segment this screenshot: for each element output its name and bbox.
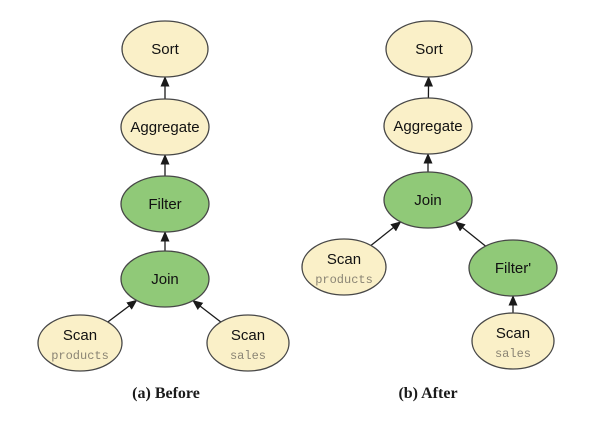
node-ellipse bbox=[301, 238, 387, 296]
node-label: Scan bbox=[496, 325, 530, 342]
node-after-scan-products: Scan products bbox=[301, 238, 387, 296]
node-label: Scan bbox=[63, 327, 97, 344]
diagram-render-root: SortAggregateFilterJoinScanproductsScans… bbox=[37, 20, 558, 372]
node-label: Filter' bbox=[495, 260, 531, 277]
node-ellipse bbox=[471, 312, 555, 370]
node-after-aggregate: Aggregate bbox=[383, 97, 473, 155]
edge-before-scan-products-to-join bbox=[107, 299, 138, 323]
edge-before-scan-sales-to-join bbox=[192, 299, 222, 323]
node-ellipse bbox=[121, 20, 209, 78]
node-label: Aggregate bbox=[393, 118, 462, 135]
node-ellipse bbox=[120, 98, 210, 156]
node-before-join: Join bbox=[120, 250, 210, 308]
node-ellipse bbox=[120, 175, 210, 233]
node-sublabel: sales bbox=[230, 349, 266, 363]
node-before-sort: Sort bbox=[121, 20, 209, 78]
node-after-sort: Sort bbox=[385, 20, 473, 78]
node-label: Join bbox=[414, 192, 442, 209]
caption-after: (b) After bbox=[398, 385, 458, 402]
node-before-aggregate: Aggregate bbox=[120, 98, 210, 156]
node-ellipse bbox=[120, 250, 210, 308]
node-before-filter: Filter bbox=[120, 175, 210, 233]
caption-before: (a) Before bbox=[132, 385, 200, 402]
node-ellipse bbox=[206, 314, 290, 372]
node-label: Filter bbox=[148, 196, 181, 213]
node-ellipse bbox=[383, 171, 473, 229]
node-ellipse bbox=[385, 20, 473, 78]
node-before-scan-sales: Scan sales bbox=[206, 314, 290, 372]
node-ellipse bbox=[37, 314, 123, 372]
node-label: Scan bbox=[231, 327, 265, 344]
node-label: Sort bbox=[151, 41, 179, 58]
node-sublabel: products bbox=[315, 273, 373, 287]
edge-after-scan-products-to-join bbox=[370, 221, 402, 247]
node-after-scan-sales: Scan sales bbox=[471, 312, 555, 370]
node-ellipse bbox=[383, 97, 473, 155]
node-label: Join bbox=[151, 271, 179, 288]
node-label: Aggregate bbox=[130, 119, 199, 136]
node-label: Scan bbox=[327, 251, 361, 268]
node-after-filter-prime: Filter' bbox=[468, 239, 558, 297]
node-before-scan-products: Scan products bbox=[37, 314, 123, 372]
node-after-join: Join bbox=[383, 171, 473, 229]
edge-after-filter-prime-to-join bbox=[454, 221, 487, 247]
node-sublabel: products bbox=[51, 349, 109, 363]
node-label: Sort bbox=[415, 41, 443, 58]
node-sublabel: sales bbox=[495, 347, 531, 361]
node-ellipse bbox=[468, 239, 558, 297]
